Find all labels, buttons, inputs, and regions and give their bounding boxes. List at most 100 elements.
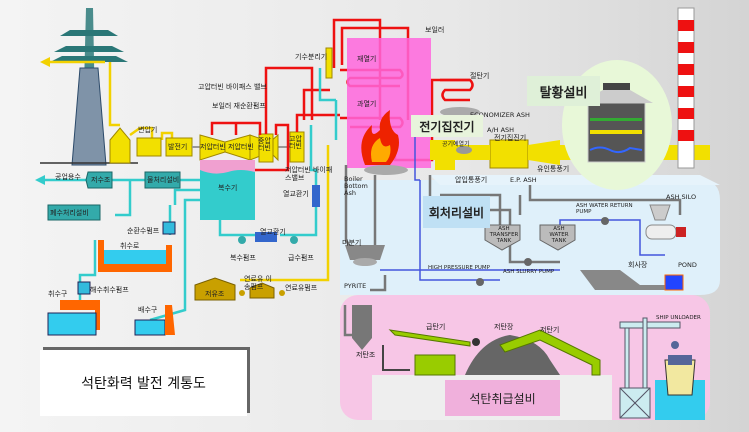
label-circ-pump: 순환수펌프 (127, 227, 160, 235)
label-seawater-pump: 해수취수펌프 (90, 286, 129, 294)
label-ip-turbine: 중압터빈 (258, 137, 271, 152)
label-fd-fan: 압입통풍기 (455, 176, 488, 184)
reclaimer-icon (388, 329, 471, 347)
stacker-icon (499, 329, 601, 376)
flame-icon (361, 110, 399, 165)
bottom-ash-hopper (364, 165, 408, 175)
label-heat-exchanger-1: 열교환기 (283, 190, 309, 198)
label-lp-turbine-1: 저압터빈 (200, 143, 226, 151)
label-ash-slurry-pump: ASH SLURRY PUMP (503, 269, 555, 275)
label-condenser: 복수기 (218, 184, 238, 192)
label-stacker: 저탄기 (540, 326, 560, 334)
label-ash-silo: ASH SILO (666, 193, 697, 201)
label-fuel-oil-pump: 연료유펌프 (285, 284, 318, 292)
ash-water-tank-icon (539, 224, 576, 251)
label-feed-pump: 급수펌프 (288, 254, 314, 262)
chimney-icon (677, 7, 695, 169)
label-oil-transfer-pump: 연료유 이송펌프 (244, 275, 272, 291)
condensate-pump-icon (238, 236, 246, 244)
pulverizer-icon (345, 245, 385, 260)
separator-icon (325, 47, 333, 79)
intake-icon (47, 312, 97, 336)
label-ash-water-return-pump: ASH WATER RETURN PUMP (576, 203, 633, 216)
label-water-treatment: 물처리설비 (147, 176, 180, 184)
ship-icon (664, 359, 696, 396)
esp-icon (489, 139, 529, 169)
label-ep-ash: E.P. ASH (510, 176, 537, 184)
label-esp: 전기집진기 (494, 134, 527, 142)
label-pond: POND (678, 261, 697, 269)
label-ah-ash: A/H ASH (487, 126, 515, 134)
seawater-pump-icon (77, 281, 91, 295)
label-wastewater-treatment: 폐수처리설비 (50, 209, 89, 217)
label-coal-bunker: 저탄조 (356, 351, 376, 359)
label-intake-channel: 취수로 (120, 242, 140, 250)
label-lp-bypass-valve: 저압터빈 바이패스밸브 (285, 166, 333, 183)
esp-callout: 전기집진기 (411, 115, 483, 137)
label-coal-yard: 저탄장 (494, 323, 514, 331)
label-hp-turbine: 고압터빈 (289, 135, 302, 150)
heat-exchanger-icon (255, 232, 277, 242)
water-treatment-icon (144, 171, 181, 189)
label-condensate-pump: 복수펌프 (230, 254, 256, 262)
label-transformer: 변압기 (138, 126, 158, 134)
desulfurization-label: 탈황설비 (527, 76, 600, 106)
ship-unloader-icon (619, 317, 681, 419)
label-lp-turbine-2: 저압터빈 (228, 143, 254, 151)
ash-transfer-tank-icon (484, 224, 521, 251)
wastewater-treatment-icon (47, 204, 101, 221)
transformer-icon (136, 137, 162, 157)
reclaimer-wheel-icon (472, 338, 480, 346)
fd-fan-icon (435, 160, 455, 170)
feed-pump-icon (290, 236, 298, 244)
label-water-tank: 저수조 (91, 176, 111, 184)
label-oil-tank: 저유조 (205, 290, 225, 298)
label-boiler: 보일러 (425, 26, 445, 34)
ash-handling-label: 회처리설비 (423, 196, 490, 228)
transmission-tower-icon (40, 8, 138, 166)
ash-pond-icon (580, 270, 665, 290)
label-hp-bypass-valve: 고압터빈 바이패스 밸브 (198, 83, 267, 91)
label-ash-pond-area: 회사장 (628, 261, 648, 269)
step-up-transformer-icon (109, 127, 131, 164)
label-economizer-ash: ECONOMIZER ASH (470, 111, 530, 119)
label-reclaimer: 급탄기 (426, 323, 446, 331)
diagram-title: 석탄화력 발전 계통도 (40, 350, 247, 416)
id-fan-icon (528, 140, 560, 165)
label-ship-unloader: SHIP UNLOADER (656, 315, 701, 321)
label-boiler-recirc-pump: 보일러 재순환펌프 (212, 102, 266, 110)
label-industrial-water: 공업용수 (55, 173, 81, 181)
label-ash-transfer-tank: ASH TRANSFER TANK (489, 226, 519, 245)
high-pressure-pump-icon (476, 278, 484, 286)
ash-silo-icon (649, 204, 671, 221)
ash-truck-icon (645, 224, 677, 240)
label-heat-exchanger-2: 열교환기 (260, 228, 286, 236)
pond-icon (664, 274, 684, 291)
label-reheater: 재열기 (357, 55, 377, 63)
coal-bunker-icon (352, 305, 372, 350)
label-economizer: 절탄기 (470, 72, 490, 80)
discharge-icon (134, 319, 166, 336)
label-pyrite: PYRITE (344, 282, 367, 290)
label-ash-water-tank: ASH WATER TANK (549, 226, 569, 245)
label-pulverizer: 미분기 (342, 239, 362, 247)
label-air-preheater: 공기예열기 (442, 141, 470, 148)
label-separator: 기수분리기 (295, 53, 328, 61)
label-intake: 취수구 (48, 290, 68, 298)
coal-yard-icon (465, 335, 560, 375)
oil-tank-small-icon (249, 282, 275, 299)
heat-exchanger-2-icon (312, 185, 320, 207)
label-high-pressure-pump: HIGH PRESSURE PUMP (428, 265, 490, 271)
ash-slurry-pump-icon (524, 258, 532, 266)
label-generator: 발전기 (168, 143, 188, 151)
coal-handling-label: 석탄취급설비 (445, 380, 560, 416)
economizer-ash-hopper (440, 107, 480, 117)
water-tank-icon (85, 171, 113, 189)
ash-water-return-pump-icon (601, 217, 609, 225)
label-discharge: 배수구 (138, 306, 158, 314)
circ-pump-icon (162, 221, 176, 235)
oil-tank-icon (194, 277, 236, 301)
label-boiler-bottom-ash: Boiler Bottom Ash (344, 175, 368, 198)
label-superheater: 과열기 (357, 100, 377, 108)
